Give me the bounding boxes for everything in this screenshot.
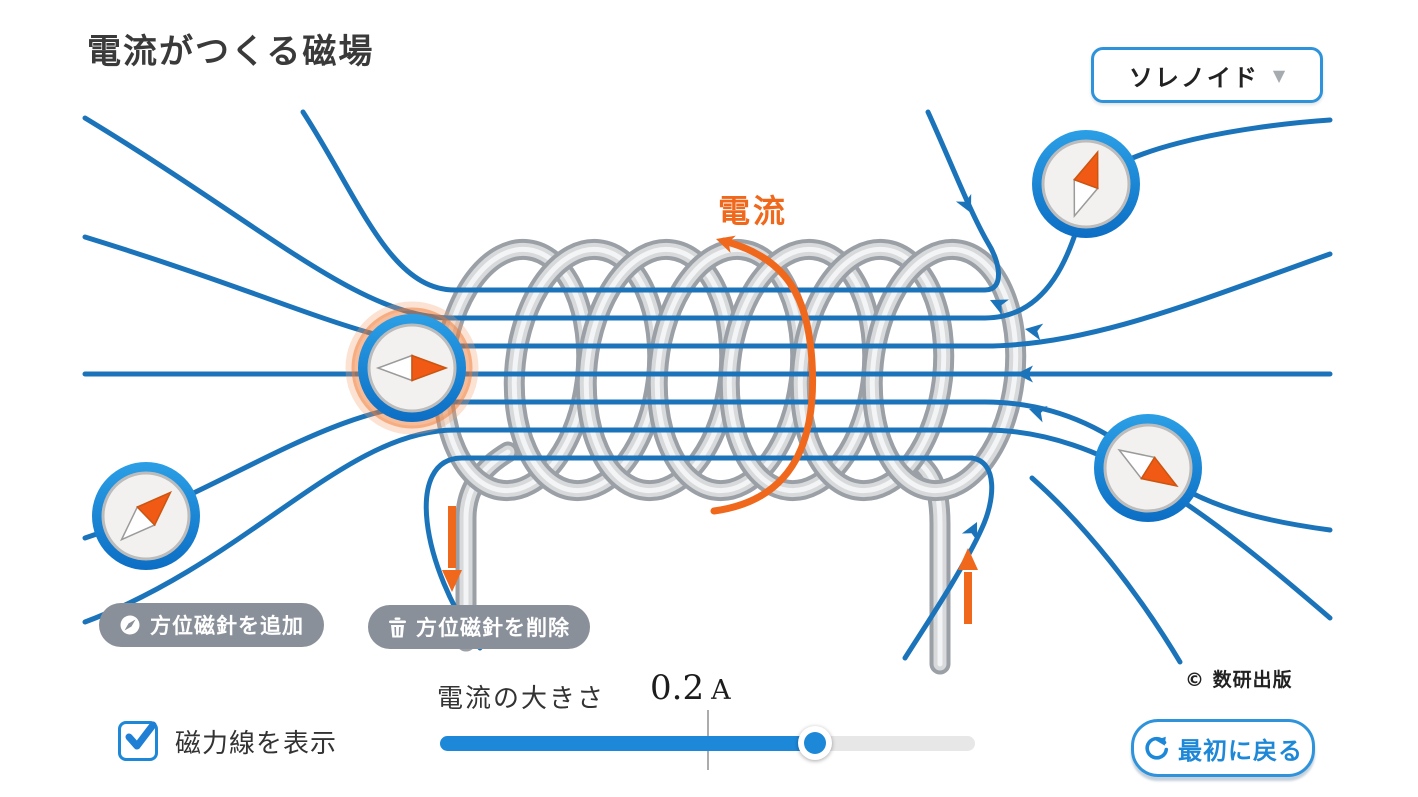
chevron-down-icon: ▼ <box>1272 65 1286 85</box>
field-line-arrowheads <box>955 193 1048 542</box>
remove-compass-label: 方位磁針を削除 <box>416 616 570 640</box>
remove-compass-button[interactable]: 方位磁針を削除 <box>368 605 590 649</box>
compass-needle <box>1072 150 1100 218</box>
compass-needle <box>1117 448 1179 488</box>
mode-dropdown[interactable]: ソレノイド ▼ <box>1091 47 1323 103</box>
current-slider-label: 電流の大きさ <box>437 684 606 714</box>
compass-2[interactable] <box>1032 130 1140 238</box>
slider-fill <box>440 736 815 751</box>
current-value-unit: A <box>711 675 731 706</box>
field-lines-toggle-row: 磁力線を表示 <box>118 721 337 761</box>
compasses-layer <box>92 130 1202 570</box>
slider-track[interactable] <box>440 736 975 751</box>
field-lines-checkbox-label: 磁力線を表示 <box>175 728 338 759</box>
page-title: 電流がつくる磁場 <box>87 32 375 72</box>
current-arrow: 電流 <box>442 192 978 624</box>
reset-button[interactable]: 最初に戻る <box>1131 719 1315 777</box>
field-lines <box>82 109 1333 665</box>
reset-icon <box>1143 735 1170 762</box>
compass-needle <box>375 354 449 382</box>
solenoid-coil <box>432 238 1027 502</box>
compass-3[interactable] <box>1094 414 1202 522</box>
mode-dropdown-value: ソレノイド <box>1128 63 1259 92</box>
trash-icon <box>388 617 407 638</box>
add-compass-button[interactable]: 方位磁針を追加 <box>99 603 324 647</box>
checkmark-icon <box>125 721 157 750</box>
compass-1[interactable] <box>92 462 200 570</box>
field-lines-checkbox[interactable] <box>118 721 158 761</box>
slider-thumb[interactable] <box>797 726 832 760</box>
reset-button-label: 最初に戻る <box>1178 736 1303 765</box>
copyright-text: © 数研出版 <box>1185 669 1293 691</box>
current-value-number: 0.2 <box>650 668 705 708</box>
compass-needle <box>119 490 173 542</box>
current-slider <box>440 706 975 772</box>
current-label: 電流 <box>718 192 788 230</box>
compass-icon <box>119 614 141 636</box>
add-compass-label: 方位磁針を追加 <box>150 614 304 638</box>
compass-0-selected[interactable] <box>345 301 479 435</box>
